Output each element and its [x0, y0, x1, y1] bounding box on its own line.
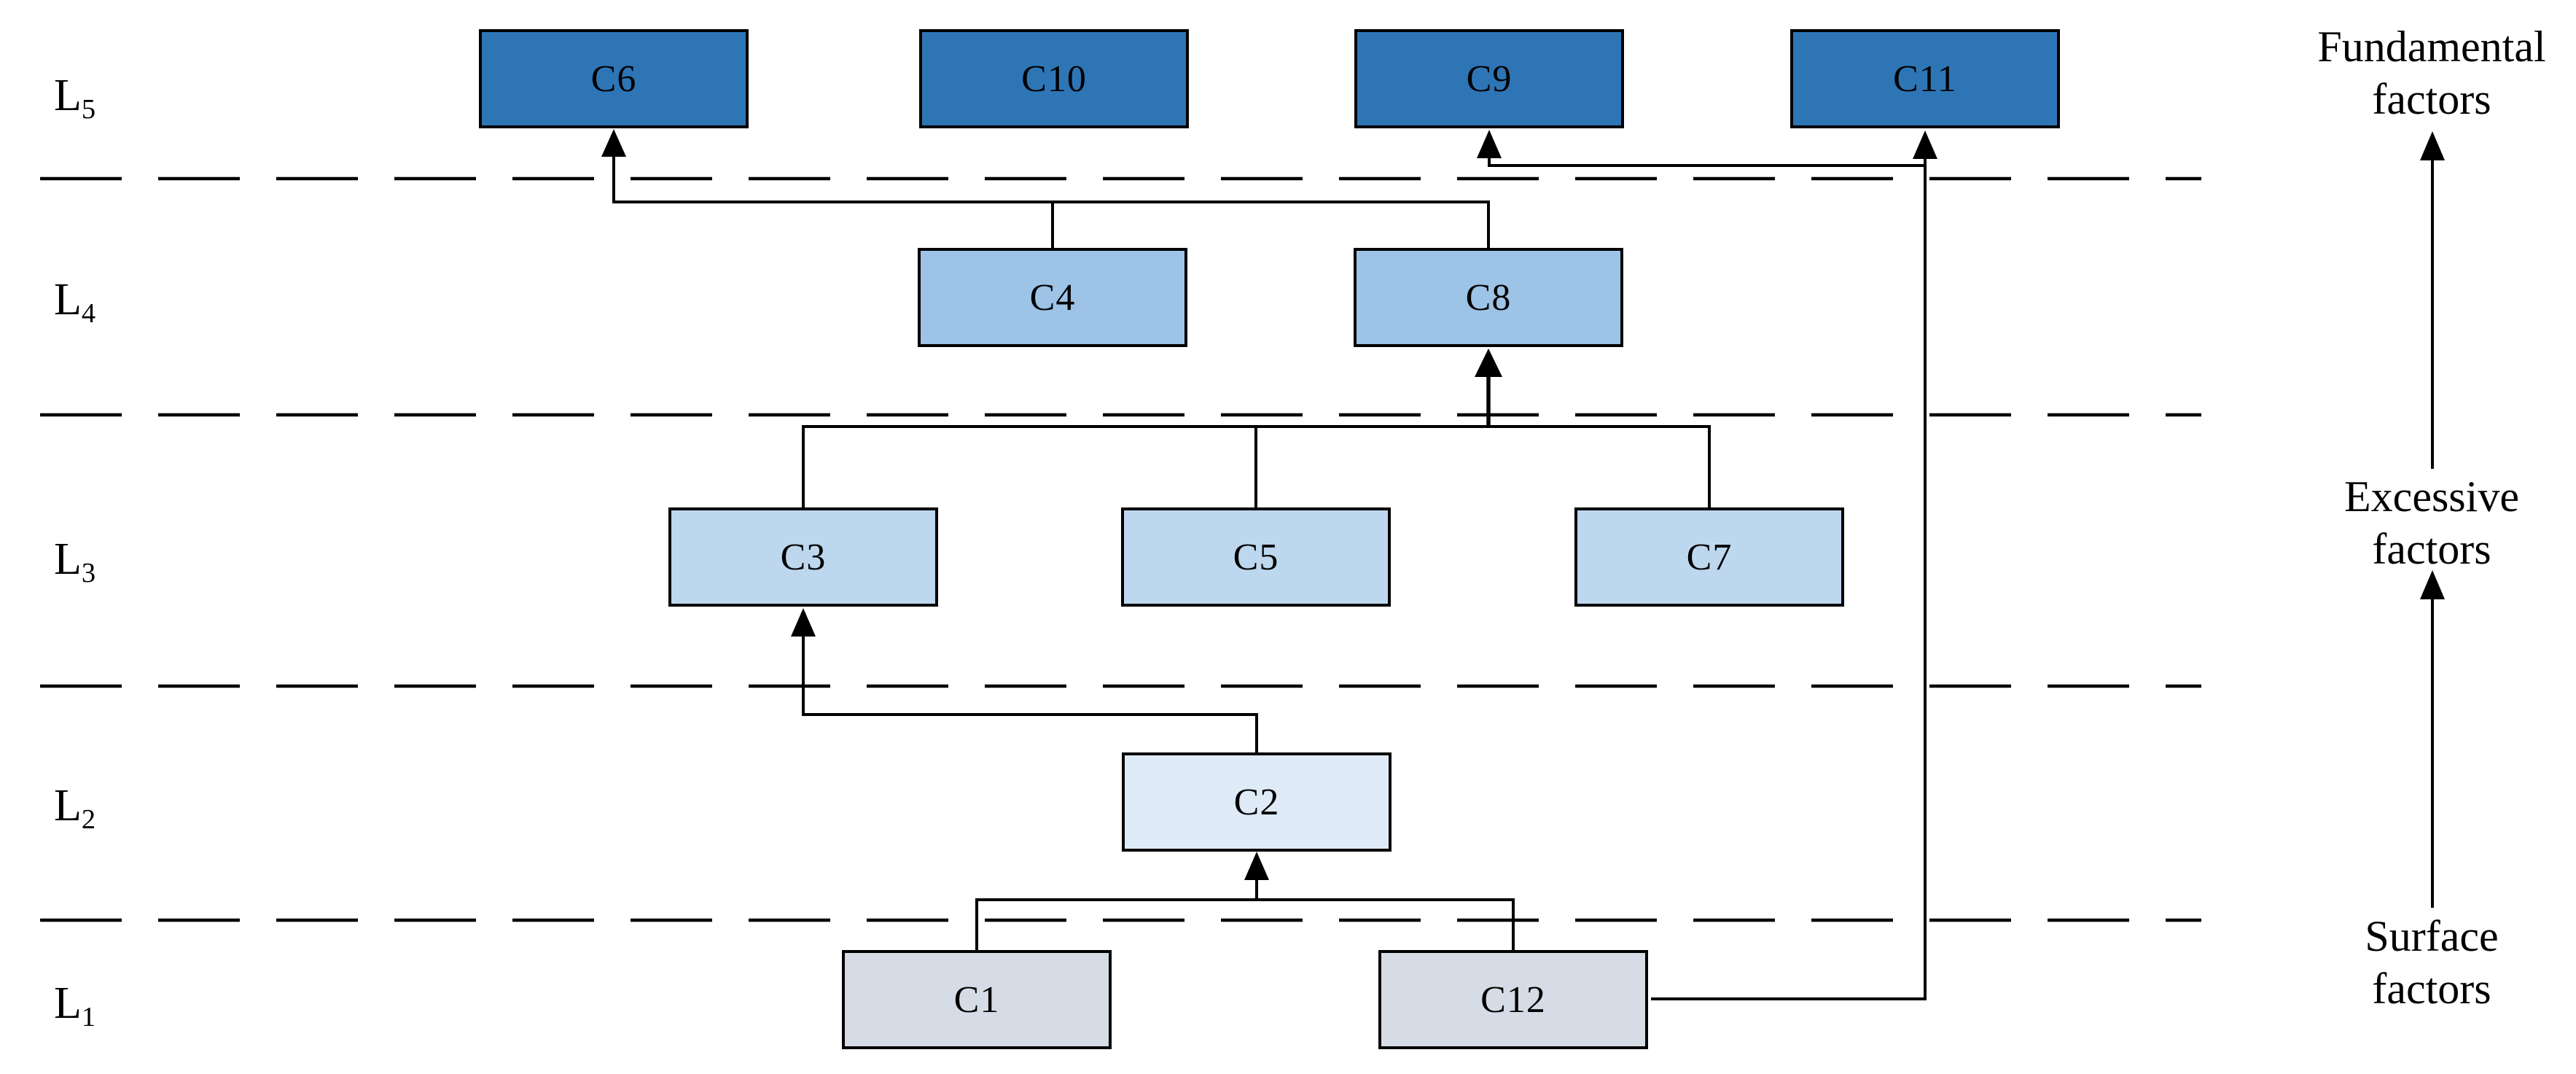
- edge-c1-c12-bus: [975, 898, 1515, 950]
- node-c11: C11: [1790, 29, 2060, 128]
- edge-c12-to-c11: [1651, 159, 1927, 1000]
- node-c8: C8: [1354, 248, 1623, 347]
- arrowhead-into-c11: [1913, 131, 1937, 159]
- arrowhead-into-c3: [791, 608, 816, 637]
- level-label-l4: L4: [54, 275, 96, 329]
- node-c9: C9: [1354, 29, 1624, 128]
- node-c5: C5: [1121, 507, 1391, 607]
- node-c7: C7: [1574, 507, 1844, 607]
- level-label-l2: L2: [54, 781, 96, 835]
- arrowhead-hierarchy-lower: [2420, 570, 2445, 599]
- node-c6: C6: [479, 29, 749, 128]
- level-label-l5: L5: [54, 71, 96, 125]
- level-label-l1: L1: [54, 978, 96, 1032]
- node-c3: C3: [668, 507, 938, 607]
- arrowhead-into-c2: [1244, 852, 1269, 880]
- node-c4: C4: [918, 248, 1187, 347]
- node-c10: C10: [919, 29, 1189, 128]
- node-c2: C2: [1122, 752, 1392, 852]
- arrowhead-hierarchy-upper: [2420, 131, 2445, 160]
- edge-c2-to-c3: [802, 637, 1258, 752]
- arrowhead-into-c9: [1477, 130, 1502, 158]
- node-c12: C12: [1378, 950, 1648, 1049]
- arrowhead-into-c6: [601, 129, 626, 157]
- edge-c12-to-c9: [1488, 158, 1925, 167]
- node-c1: C1: [842, 950, 1112, 1049]
- level-label-l3: L3: [54, 534, 96, 588]
- arrowhead-into-c8: [1475, 349, 1502, 377]
